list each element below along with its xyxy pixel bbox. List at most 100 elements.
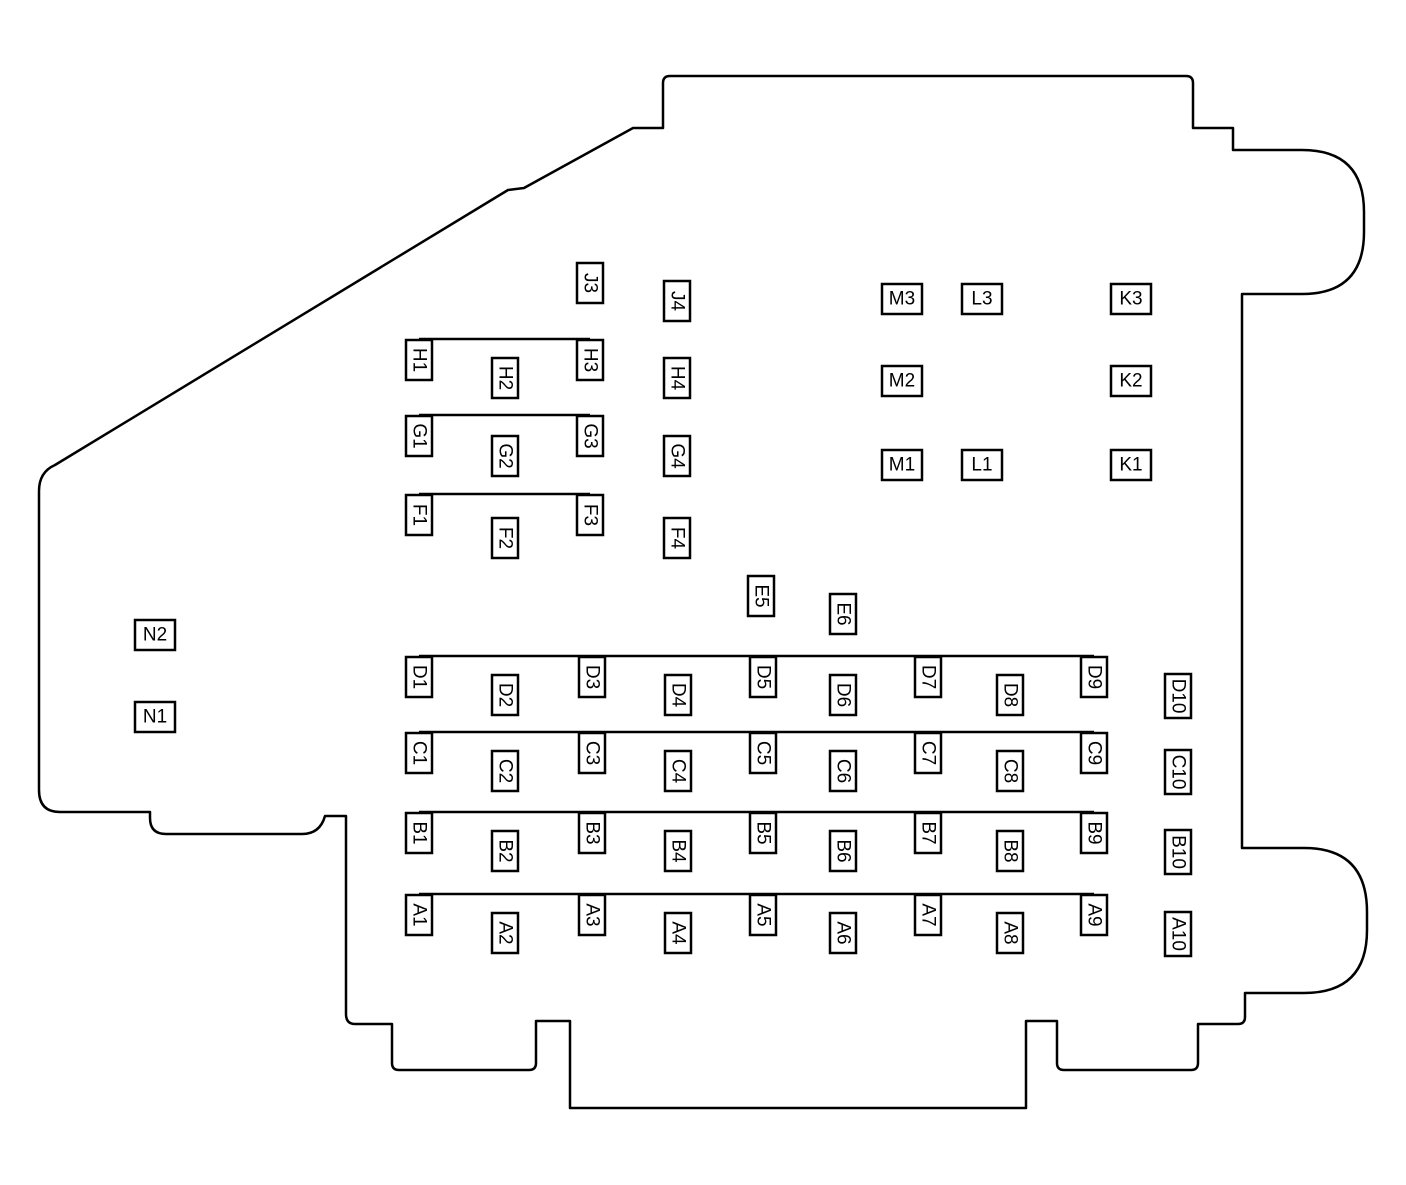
connector-box	[662, 356, 692, 400]
connector-d7: D7	[913, 655, 943, 699]
connector-box	[960, 282, 1004, 316]
connector-box	[490, 356, 520, 400]
connector-b3: B3	[577, 811, 607, 855]
connector-label: B6	[833, 839, 854, 862]
connector-g3: G3	[575, 414, 605, 458]
connector-label: L3	[971, 289, 992, 310]
connector-label: C1	[409, 741, 430, 765]
connector-label: C4	[668, 759, 689, 784]
connector-n1: N1	[133, 700, 177, 734]
connector-c10: C10	[1163, 748, 1193, 796]
connector-label: C8	[1000, 759, 1021, 783]
connector-f1: F1	[404, 493, 434, 537]
connector-box	[663, 749, 693, 793]
connector-h2: H2	[490, 356, 520, 400]
connector-label: M1	[889, 455, 915, 476]
connector-label: C9	[1084, 741, 1105, 765]
connector-b8: B8	[995, 829, 1025, 873]
connector-label: D7	[918, 665, 939, 689]
connector-h4: H4	[662, 356, 692, 400]
connector-box	[404, 493, 434, 537]
connector-box	[404, 414, 434, 458]
connector-label: C7	[918, 741, 939, 765]
connector-b1: B1	[404, 811, 434, 855]
connector-label: H4	[667, 366, 688, 391]
connector-c5: C5	[748, 731, 778, 775]
connector-label: K1	[1119, 455, 1142, 476]
connector-label: F4	[667, 527, 688, 550]
connector-label: C6	[833, 759, 854, 783]
connector-h3: H3	[575, 338, 605, 382]
connector-box	[746, 574, 776, 618]
connector-label: B1	[409, 821, 430, 844]
connector-label: L1	[971, 455, 992, 476]
connector-box	[1079, 893, 1109, 937]
fuse-block-outline	[37, 74, 1369, 1110]
connector-box	[748, 811, 778, 855]
connector-a9: A9	[1079, 893, 1109, 937]
connector-label: C10	[1168, 755, 1189, 790]
connector-label: N1	[143, 707, 167, 728]
connector-box	[490, 516, 520, 560]
connector-label: D3	[582, 665, 603, 689]
connector-label: A8	[1000, 921, 1021, 944]
connector-label: K2	[1119, 371, 1142, 392]
connector-label: C3	[582, 741, 603, 765]
connector-n2: N2	[133, 618, 177, 652]
connector-box	[913, 731, 943, 775]
connector-box	[1079, 731, 1109, 775]
connector-box	[1163, 910, 1193, 958]
connector-label: D9	[1084, 665, 1105, 689]
connector-b2: B2	[490, 829, 520, 873]
connector-box	[577, 731, 607, 775]
connector-d6: D6	[828, 673, 858, 717]
connector-box	[404, 811, 434, 855]
connector-label: B9	[1084, 821, 1105, 844]
connector-box	[1109, 448, 1153, 482]
connector-l3: L3	[960, 282, 1004, 316]
connector-box	[748, 731, 778, 775]
connector-b5: B5	[748, 811, 778, 855]
connector-box	[575, 414, 605, 458]
connector-c7: C7	[913, 731, 943, 775]
connector-j4: J4	[662, 279, 692, 323]
connector-box	[1079, 811, 1109, 855]
connector-a1: A1	[404, 893, 434, 937]
connector-d2: D2	[490, 673, 520, 717]
connector-box	[913, 811, 943, 855]
connector-box	[577, 811, 607, 855]
connector-box	[575, 493, 605, 537]
connector-label: A2	[495, 921, 516, 944]
connector-g1: G1	[404, 414, 434, 458]
connector-c8: C8	[995, 749, 1025, 793]
connector-e5: E5	[746, 574, 776, 618]
connector-box	[913, 893, 943, 937]
connector-k3: K3	[1109, 282, 1153, 316]
connector-box	[662, 516, 692, 560]
connector-g4: G4	[662, 434, 692, 478]
connector-label: G2	[495, 443, 516, 468]
connector-k2: K2	[1109, 364, 1153, 398]
connector-label: A7	[918, 903, 939, 926]
connector-box	[404, 731, 434, 775]
connector-box	[133, 618, 177, 652]
connector-m1: M1	[880, 448, 924, 482]
connector-m3: M3	[880, 282, 924, 316]
connector-a4: A4	[663, 911, 693, 955]
connector-f4: F4	[662, 516, 692, 560]
connector-label: G1	[409, 423, 430, 448]
connector-box	[404, 655, 434, 699]
connector-a7: A7	[913, 893, 943, 937]
connector-label: C5	[753, 741, 774, 765]
connector-box	[995, 911, 1025, 955]
connector-label: B4	[668, 839, 689, 863]
connector-d8: D8	[995, 673, 1025, 717]
connector-label: A10	[1168, 917, 1189, 951]
connector-label: F2	[495, 527, 516, 549]
connector-box	[577, 893, 607, 937]
connector-m2: M2	[880, 364, 924, 398]
connector-label: A9	[1084, 903, 1105, 926]
connector-box	[575, 261, 605, 305]
